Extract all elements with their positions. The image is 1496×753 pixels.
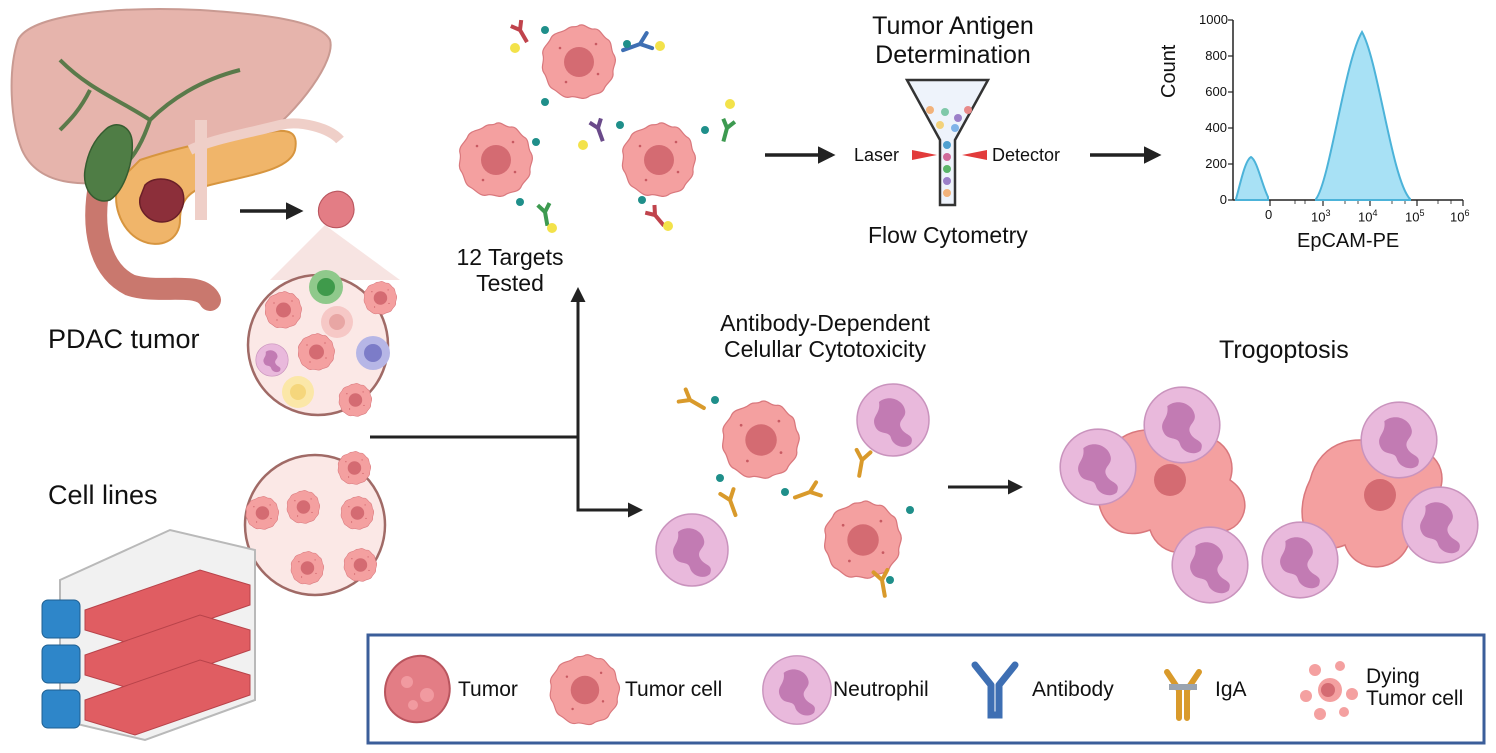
histogram-xlabel: EpCAM-PE: [1297, 230, 1400, 252]
tumor-antigen-line1: Tumor Antigen: [872, 12, 1034, 40]
tumor-antigen-title: Tumor Antigen Determination: [853, 12, 1053, 70]
legend-label-dying-line2: Tumor cell: [1366, 687, 1464, 711]
neutrophil-icon: [762, 655, 832, 725]
cell-lines-label: Cell lines: [48, 480, 158, 510]
x-tick-1e4-base: 10: [1358, 209, 1373, 225]
iga-icon: [1164, 669, 1202, 721]
targets-tested-line2: Tested: [476, 270, 544, 297]
y-tick-1000: 1000: [1199, 12, 1228, 27]
x-tick-0: 0: [1265, 207, 1273, 223]
legend-label-antibody: Antibody: [1032, 678, 1114, 701]
flow-cytometry-label: Flow Cytometry: [868, 222, 1028, 248]
x-tick-1e6-exp: 6: [1464, 208, 1470, 218]
legend-label-neutrophil: Neutrophil: [833, 678, 929, 701]
gallbladder-illustration: [83, 124, 134, 202]
detector-icon: [962, 150, 987, 160]
x-tick-1e4-exp: 4: [1372, 208, 1378, 218]
legend-label-iga: IgA: [1215, 678, 1247, 701]
y-tick-200: 200: [1205, 156, 1227, 171]
y-tick-400: 400: [1205, 120, 1227, 135]
y-tick-800: 800: [1205, 48, 1227, 63]
legend-label-tumor: Tumor: [458, 678, 518, 701]
antibody-icon: [971, 661, 1019, 719]
detector-label: Detector: [992, 145, 1061, 165]
histogram-ylabel: Count: [1158, 44, 1180, 98]
legend-label-dying-tumor-cell: Dying Tumor cell: [1366, 665, 1464, 711]
histogram-plot: [1228, 19, 1464, 206]
adcc-line2: Celullar Cytotoxicity: [724, 336, 926, 363]
tumor-antigen-line2: Determination: [875, 40, 1031, 69]
adcc-illustration: [655, 383, 930, 599]
adcc-title: Antibody-Dependent Celullar Cytotoxicity: [660, 310, 990, 363]
zoom-wedge: [270, 225, 400, 280]
y-tick-600: 600: [1205, 84, 1227, 99]
legend-label-dying-line1: Dying: [1366, 665, 1420, 688]
x-tick-1e3: 103: [1311, 208, 1330, 225]
dying-tumor-cell-icon: [1300, 661, 1358, 720]
tumor-small-icon: [317, 190, 355, 229]
x-tick-1e5-base: 10: [1405, 209, 1420, 225]
pdac-tumor-label: PDAC tumor: [48, 324, 200, 354]
tumor-composition-circle: [246, 270, 398, 417]
targets-tested-line1: 12 Targets: [456, 244, 564, 270]
targets-illustration: [458, 19, 737, 233]
x-tick-1e5-exp: 5: [1419, 208, 1425, 218]
x-tick-1e3-base: 10: [1311, 209, 1326, 225]
x-tick-1e5: 105: [1405, 208, 1424, 225]
x-tick-0-base: 0: [1265, 207, 1273, 222]
x-tick-1e3-exp: 3: [1325, 208, 1331, 218]
targets-tested-label: 12 Targets Tested: [440, 244, 580, 297]
trogoptosis-title: Trogoptosis: [1219, 336, 1349, 364]
adcc-line1: Antibody-Dependent: [720, 310, 930, 336]
laser-label: Laser: [854, 145, 900, 165]
legend-label-tumor-cell: Tumor cell: [625, 678, 723, 701]
x-tick-1e6-base: 10: [1450, 209, 1465, 225]
flow-cytometer-funnel: [904, 78, 991, 207]
y-tick-0: 0: [1219, 192, 1227, 207]
x-tick-1e6: 106: [1450, 208, 1469, 225]
arrow-to-adcc: [576, 437, 643, 518]
cell-lines-circle: [243, 451, 387, 597]
trogoptosis-illustration: [1059, 386, 1479, 604]
tumor-icon: [383, 654, 451, 724]
culture-flask-stack: [41, 528, 256, 742]
laser-beam-icon: [912, 150, 937, 160]
x-tick-1e4: 104: [1358, 208, 1377, 225]
pdac-tumor-mass: [139, 178, 185, 223]
